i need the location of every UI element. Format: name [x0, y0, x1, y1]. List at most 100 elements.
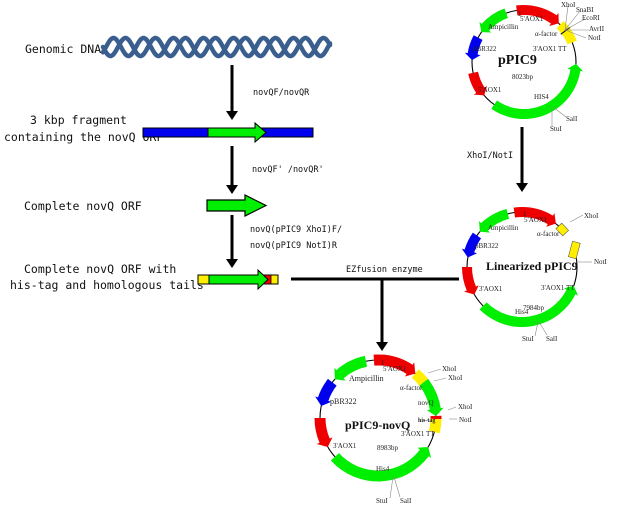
digest-label: XhoI/NotI: [467, 151, 513, 161]
site-sali: SalI: [566, 115, 578, 123]
primer-label-step1: novQF/novQR: [253, 88, 310, 98]
label-5aox1-top: 5'AOX1: [524, 216, 548, 224]
label-3aox1-left: 3'AOX1: [333, 442, 357, 450]
plasmid-novq-name: pPIC9-novQ: [345, 418, 410, 432]
feature-3aox1-tt: [428, 418, 442, 434]
label-his4: His4: [515, 308, 529, 316]
feature-5aox1-top: [513, 207, 556, 227]
site-leaders-linearized: [534, 214, 592, 337]
label-3aox1-tt: 3'AOX1 TT: [541, 284, 575, 292]
label-his4: His4: [376, 465, 390, 473]
site-ecori: EcoRI: [582, 14, 601, 22]
complete-orf-arrow: [206, 194, 268, 217]
feature-3aox1: [462, 267, 479, 295]
primer-label-step2: novQF' /novQR': [252, 165, 324, 175]
arrowhead-3: [226, 259, 238, 268]
fusion-enzyme-label: EZfusion enzyme: [346, 265, 423, 275]
label-pbr322: pBR322: [473, 45, 497, 53]
site-xhoi: XhoI: [561, 1, 576, 9]
plasmid-ppic9-labels: pPIC9 8023bp 1 5'AOX1 Ampicillin α-facto…: [473, 1, 605, 133]
orf-arrow-tailed: [208, 268, 269, 291]
label-one: 1: [518, 10, 522, 18]
feature-5aox1-top: [516, 5, 559, 26]
noti-end-block: [568, 240, 581, 260]
fragment-bar: [142, 121, 314, 144]
label-5aox1-top: 5'AOX1: [520, 15, 544, 23]
xhoi-end-block: [555, 222, 569, 237]
plasmid-ppic9-novq-labels: pPIC9-novQ 8983bp 1 5'AOX1 Ampicillin α-…: [330, 359, 473, 505]
step-label-genomic-dna: Genomic DNA: [25, 42, 101, 56]
arrowhead-2: [226, 185, 238, 194]
feature-3aox1: [314, 418, 333, 447]
plasmid-linearized-size: 7984bp: [523, 304, 545, 312]
feature-novq: [419, 378, 444, 416]
label-ampicillin: Ampicillin: [488, 224, 519, 232]
plasmid-linearized-name: Linearized pPIC9: [486, 259, 578, 273]
label-his-tag: his-tag: [418, 418, 435, 424]
site-noti: NotI: [459, 416, 473, 424]
label-novq: novQ: [418, 399, 434, 407]
site-leaders-novq: [389, 368, 457, 499]
label-pbr322: pBR322: [330, 397, 357, 406]
orf-arrow: [207, 121, 267, 144]
site-noti: NotI: [588, 34, 602, 42]
dna-strand-1: [100, 35, 333, 59]
feature-his4: [491, 63, 584, 119]
primer-label-step3-f: novQ(pPIC9 XhoI)F/: [250, 225, 342, 235]
site-sali: SalI: [400, 497, 412, 505]
site-leaders-ppic9: [551, 5, 589, 126]
plasmid-linearized: [461, 207, 581, 328]
dna-strand-2: [100, 35, 333, 59]
arrowhead-fusion: [376, 342, 388, 351]
feature-alpha-factor-tt: [556, 20, 577, 45]
label-pbr322: pBR322: [475, 242, 499, 250]
feature-his4: [479, 285, 579, 328]
label-5aox1-top: 5'AOX1: [383, 365, 407, 373]
label-his4: HIS4: [534, 93, 549, 101]
site-xhoi-1: XhoI: [442, 365, 457, 373]
feature-alpha-factor: [411, 369, 429, 386]
primer-label-step3-r: novQ(pPIC9 NotI)R: [250, 241, 338, 251]
site-xhoi: XhoI: [584, 212, 599, 220]
step-label-complete-orf: Complete novQ ORF: [24, 199, 142, 213]
site-stui: StuI: [550, 125, 562, 133]
feature-pbr322: [464, 35, 483, 61]
feature-pbr322: [315, 378, 337, 406]
plasmid-ppic9-name: pPIC9: [498, 53, 537, 68]
label-one: 1: [523, 210, 527, 218]
label-alpha-factor: α-factor: [535, 30, 558, 38]
feature-ampicillin: [479, 8, 508, 33]
tailed-orf: [197, 268, 279, 291]
site-xhoi-2: XhoI: [448, 374, 463, 382]
site-sali: SalI: [546, 335, 558, 343]
step-label-tailed-1: Complete novQ ORF with: [24, 262, 176, 276]
plasmid-ppic9: [464, 5, 584, 119]
arrowhead-digest: [516, 183, 528, 192]
site-noti: NotI: [594, 258, 608, 266]
dna-helix-icon: [100, 35, 333, 59]
arrowhead-1: [226, 111, 238, 120]
plasmid-linearized-labels: Linearized pPIC9 7984bp 1 5'AOX1 Ampicil…: [475, 210, 608, 343]
label-alpha-factor: α-factor: [400, 384, 423, 392]
label-alpha-factor: α-factor: [537, 230, 560, 238]
step-label-fragment-2: containing the novQ ORF: [4, 130, 163, 144]
plasmid-ppic9-novq: [314, 354, 444, 482]
site-stui: StuI: [376, 497, 388, 505]
plasmid-ppic9-size: 8023bp: [512, 73, 534, 81]
label-3aox1-left: 3'AOX1: [479, 285, 503, 293]
site-avrii: AvrII: [589, 25, 605, 33]
feature-his4: [330, 447, 432, 482]
step-label-tailed-2: his-tag and homologous tails: [10, 278, 204, 292]
feature-5aox1-top: [373, 354, 416, 377]
label-one: 1: [381, 359, 385, 367]
feature-ampicillin: [479, 209, 510, 233]
plasmid-novq-size: 8983bp: [377, 444, 399, 452]
label-3aox1-tt: 3'AOX1 TT: [401, 430, 435, 438]
site-snabi: SnaBI: [576, 6, 594, 14]
feature-his-tag: [430, 415, 442, 420]
feature-ampicillin: [334, 355, 368, 381]
site-stui: StuI: [522, 335, 534, 343]
feature-5aox1-left: [468, 71, 488, 96]
